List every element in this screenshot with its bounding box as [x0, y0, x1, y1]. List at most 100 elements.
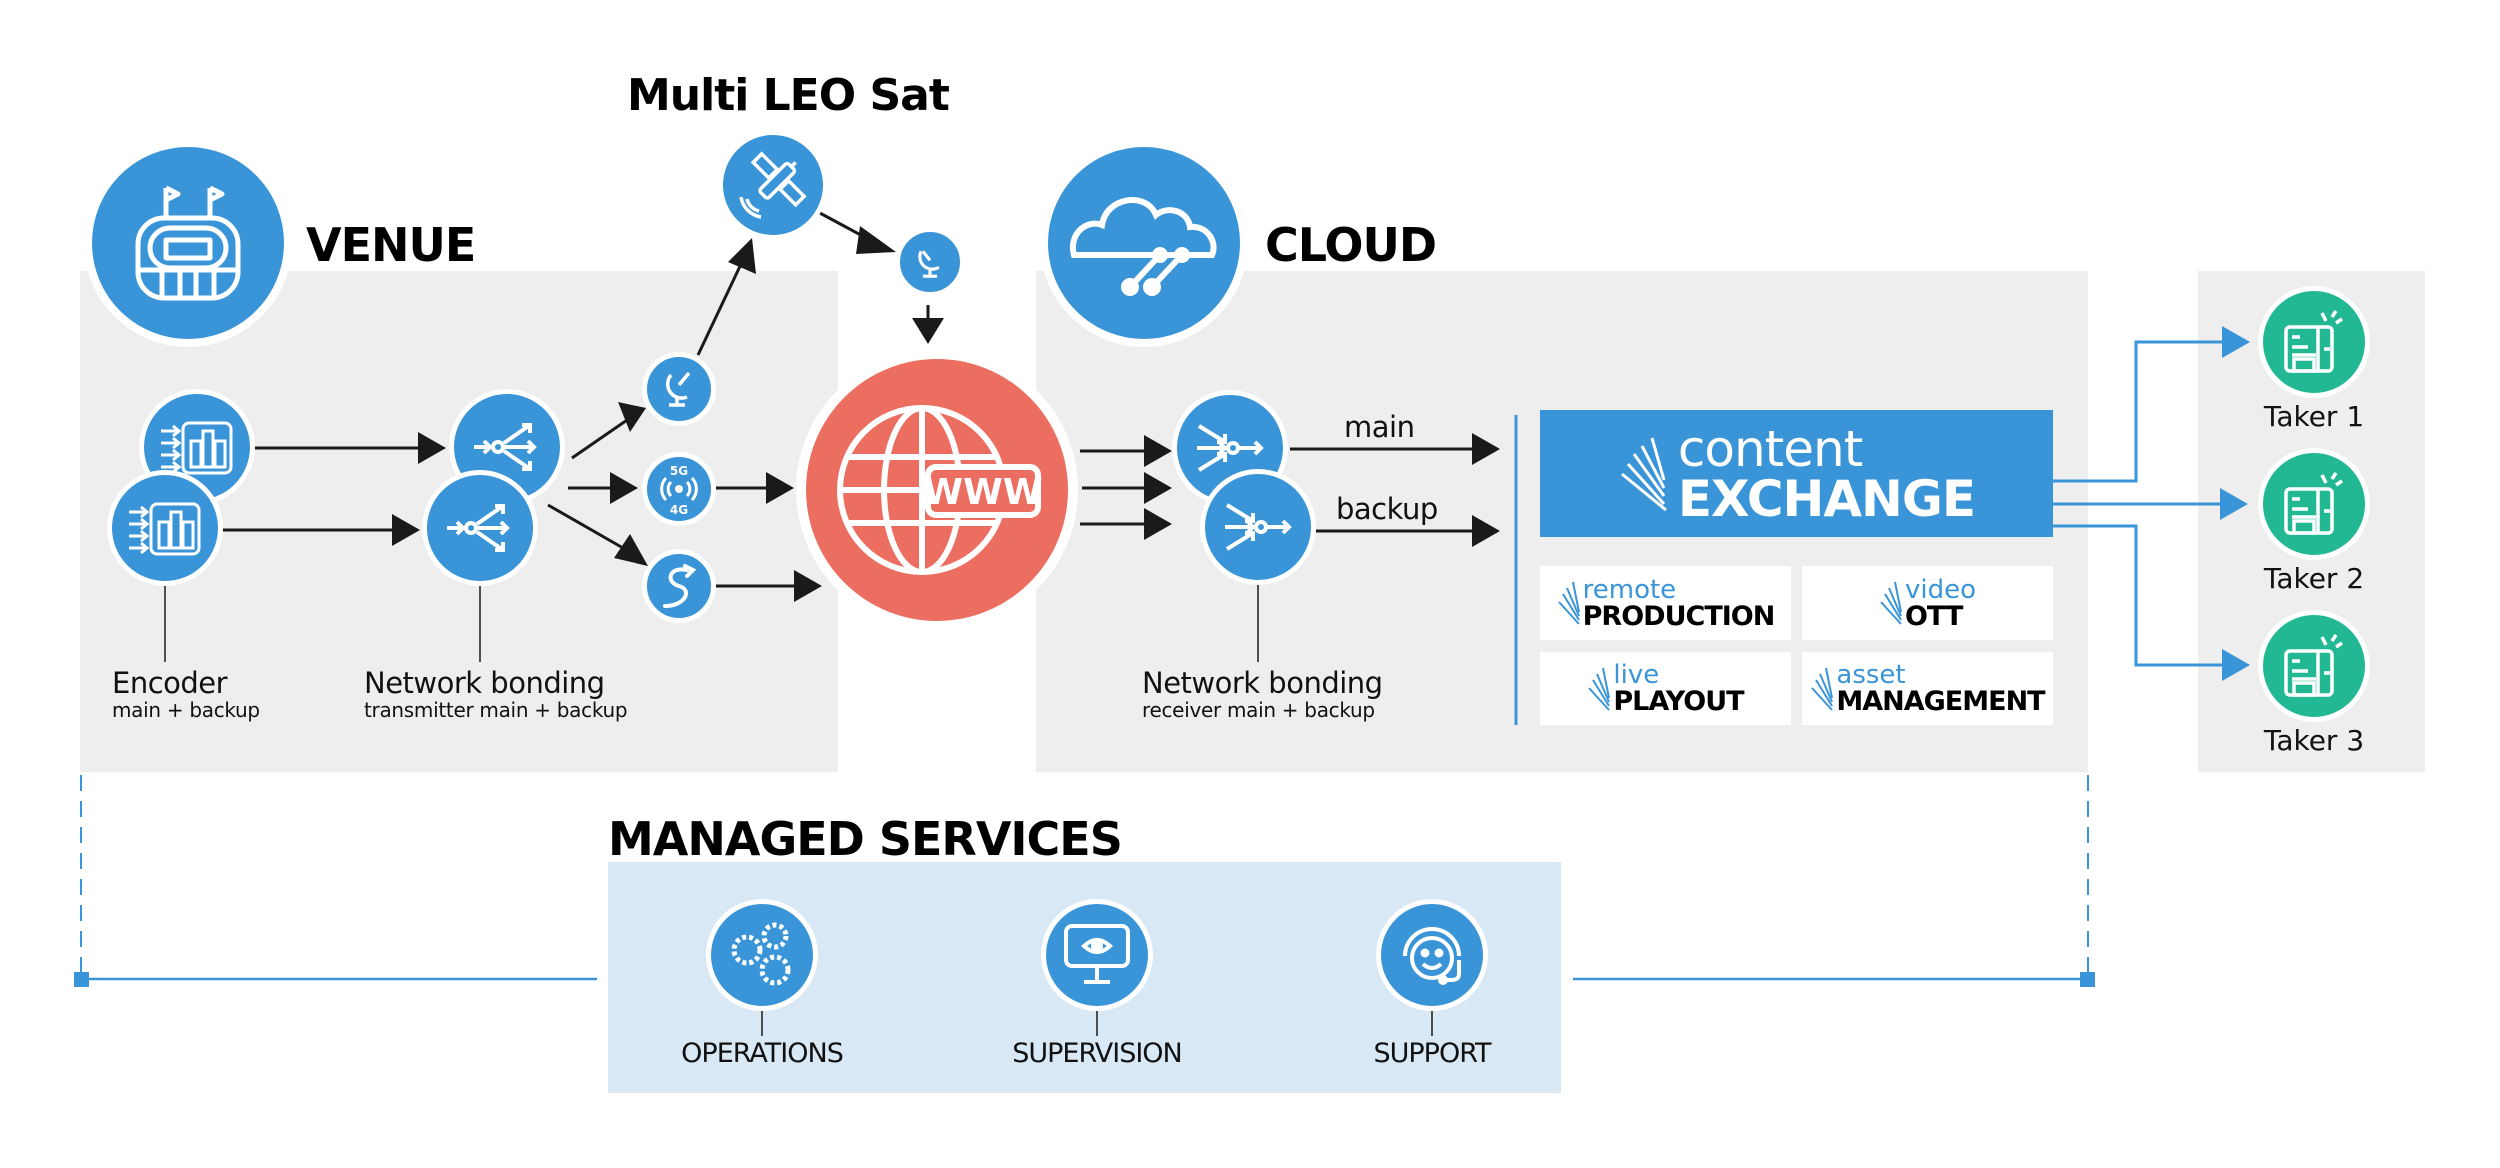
- satellite-dish-icon: [665, 371, 691, 407]
- service-support[interactable]: [1376, 899, 1488, 1011]
- product-bottom-text: OTT: [1904, 600, 1963, 632]
- arrow-dish-sat: [696, 261, 744, 356]
- product-mark-icon: [1880, 581, 1902, 625]
- headset-smile-icon: [1403, 927, 1461, 985]
- product-mark-icon: [1811, 667, 1834, 711]
- arrowhead: [766, 472, 794, 504]
- multi-leo-title: Multi LEO Sat: [627, 70, 950, 121]
- encoder-sublabel: main + backup: [112, 698, 260, 722]
- taker-3-label: Taker 3: [2263, 724, 2365, 757]
- network-bonding-receiver-icon: [1225, 503, 1292, 551]
- arrowhead: [618, 402, 646, 432]
- content-exchange-top: content: [1677, 419, 1863, 478]
- cable-icon: [663, 564, 697, 608]
- bonding-transmitter-backup[interactable]: [422, 470, 538, 586]
- satellite-icon: [739, 151, 807, 219]
- globe-www-icon: WWW: [837, 405, 1042, 575]
- product-mark-icon: [1588, 667, 1611, 711]
- taker-1[interactable]: [2258, 286, 2370, 398]
- taker-2[interactable]: [2258, 448, 2370, 560]
- encoder-backup[interactable]: [107, 470, 223, 586]
- cell-5g-text: 5G: [670, 464, 688, 478]
- product-top-text: live: [1613, 660, 1660, 690]
- network-bonding-transmitter-icon: [447, 504, 510, 552]
- corner-marker-left: [74, 972, 89, 987]
- product-mark-icon: [1557, 581, 1580, 625]
- arrowhead: [728, 238, 756, 274]
- link-cable[interactable]: [642, 549, 716, 623]
- arrowhead: [614, 534, 648, 566]
- product-top-text: remote: [1582, 574, 1677, 605]
- bonding-tx-sublabel: transmitter main + backup: [364, 698, 628, 722]
- connector-taker-3: [2053, 524, 2228, 667]
- arrowhead: [392, 514, 420, 546]
- bonding-rx-sublabel: receiver main + backup: [1142, 698, 1375, 722]
- arrowhead: [1144, 508, 1172, 540]
- encoder-icon: [129, 502, 201, 556]
- taker-3[interactable]: [2258, 610, 2370, 722]
- www-text: WWW: [923, 472, 1042, 513]
- bonding-tx-label: Network bonding: [364, 666, 605, 700]
- cloud-badge: [1040, 139, 1248, 347]
- arrowhead-taker-2: [2220, 488, 2248, 520]
- cellular-5g-4g-icon: 5G 4G: [660, 464, 698, 516]
- broadcast-station-icon: [2284, 310, 2343, 373]
- arrowhead: [1144, 435, 1172, 467]
- broadcast-station-icon: [2284, 634, 2343, 697]
- leo-satellite[interactable]: [718, 130, 828, 240]
- stadium-icon: [135, 185, 241, 301]
- output-backup-label: backup: [1336, 492, 1438, 526]
- cell-4g-text: 4G: [670, 503, 688, 516]
- content-exchange-bottom: EXCHANGE: [1677, 469, 1976, 528]
- product-top-text: asset: [1836, 660, 1906, 690]
- arrow-bond-dish: [571, 416, 631, 460]
- arrowhead: [610, 472, 638, 504]
- service-supervision[interactable]: [1041, 899, 1153, 1011]
- bonding-receiver-backup[interactable]: [1200, 469, 1316, 585]
- cloud-title: CLOUD: [1265, 218, 1437, 272]
- network-bonding-receiver-icon: [1197, 424, 1264, 472]
- taker-2-label: Taker 2: [2263, 562, 2365, 595]
- connector-taker-1: [2053, 340, 2228, 483]
- arrowhead: [1144, 472, 1172, 504]
- product-bottom-text: PRODUCTION: [1582, 600, 1776, 632]
- arrowhead: [856, 226, 896, 254]
- content-exchange-mark-icon: [1620, 437, 1667, 511]
- arrowhead-taker-3: [2222, 649, 2250, 681]
- arrowhead-taker-1: [2222, 326, 2250, 358]
- bonding-rx-label: Network bonding: [1142, 666, 1383, 700]
- product-bottom-text: PLAYOUT: [1613, 686, 1744, 717]
- venue-title: VENUE: [306, 218, 476, 272]
- broadcast-station-icon: [2284, 472, 2343, 535]
- gears-icon: [731, 922, 791, 986]
- taker-1-label: Taker 1: [2263, 400, 2365, 433]
- service-operations[interactable]: [706, 899, 818, 1011]
- satellite-dish-icon: [918, 250, 940, 278]
- content-exchange-logo[interactable]: content EXCHANGE: [1540, 410, 2053, 537]
- service-support-label: SUPPORT: [1373, 1038, 1491, 1069]
- arrowhead: [1472, 515, 1500, 547]
- encoder-icon: [161, 421, 233, 475]
- output-main-label: main: [1344, 410, 1415, 444]
- arrow-bond-cable: [547, 503, 631, 554]
- managed-services-title: MANAGED SERVICES: [608, 812, 1123, 866]
- product-bottom-text: MANAGEMENT: [1836, 686, 2045, 717]
- link-satellite-dish[interactable]: [642, 352, 716, 426]
- monitor-eye-icon: [1064, 924, 1130, 984]
- internet-globe[interactable]: WWW: [796, 349, 1078, 631]
- venue-badge: [84, 139, 292, 347]
- encoder-label: Encoder: [112, 666, 228, 700]
- cloud-network-icon: [1069, 197, 1217, 296]
- network-bonding-transmitter-icon: [474, 423, 537, 471]
- ground-station-dish[interactable]: [896, 228, 964, 296]
- arrowhead: [912, 318, 944, 344]
- corner-marker-right: [2080, 972, 2095, 987]
- link-cellular[interactable]: 5G 4G: [642, 452, 716, 526]
- arrowhead: [794, 570, 822, 602]
- arrowhead: [418, 432, 446, 464]
